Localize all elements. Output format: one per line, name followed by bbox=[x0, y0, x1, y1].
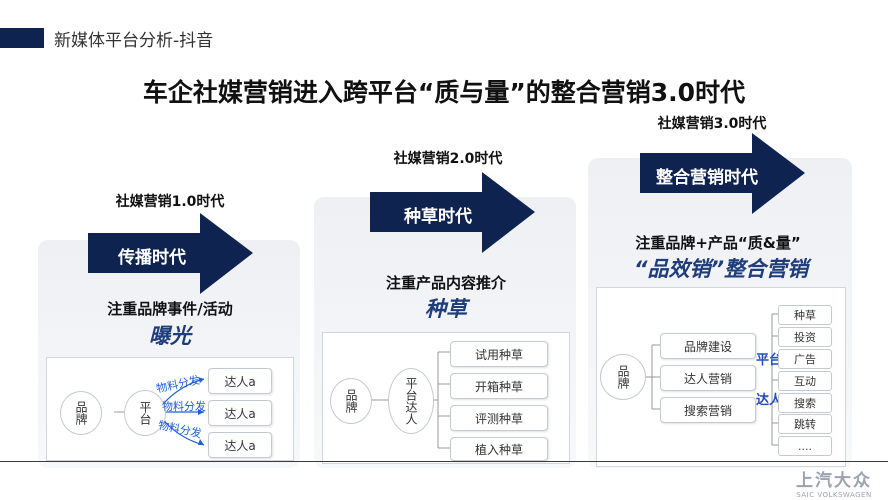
era3-action-5: 搜索 bbox=[778, 393, 832, 413]
era2-keyword: 种草 bbox=[425, 297, 467, 321]
era3-keyword: “品效销”整合营销 bbox=[633, 257, 809, 281]
page-section-title: 新媒体平台分析-抖音 bbox=[54, 31, 214, 51]
logo-subtitle: SAIC VOLKSWAGEN bbox=[796, 491, 872, 499]
era2-platform-influencer-node: 平台达人 bbox=[388, 368, 434, 434]
era2-method-3: 评测种草 bbox=[450, 405, 548, 431]
header-accent-bar bbox=[0, 28, 44, 48]
arrow-right-icon bbox=[88, 213, 253, 294]
era2-arrow-label: 种草时代 bbox=[404, 207, 472, 227]
era3-arrow bbox=[640, 133, 805, 214]
footer-divider bbox=[0, 461, 888, 462]
era3-arrow-label: 整合营销时代 bbox=[656, 168, 758, 188]
era3-action-1: 种草 bbox=[778, 305, 832, 325]
era1-label: 社媒营销1.0时代 bbox=[115, 194, 225, 210]
era3-strategy-3: 搜索营销 bbox=[660, 397, 756, 423]
era3-channel-influencer: 达人 bbox=[756, 393, 783, 408]
era3-channel-platform: 平台 bbox=[756, 353, 783, 368]
era3-strategy-1: 品牌建设 bbox=[660, 333, 756, 359]
era3-action-3: 广告 bbox=[778, 349, 832, 369]
era3-action-2: 投资 bbox=[778, 327, 832, 347]
era2-arrow bbox=[370, 172, 535, 253]
logo-wordmark: 上汽大众 bbox=[796, 471, 872, 491]
era2-method-1: 试用种草 bbox=[450, 341, 548, 367]
era2-method-4: 植入种草 bbox=[450, 437, 548, 461]
era3-focus: 注重品牌+产品“质&量” bbox=[635, 234, 801, 252]
era1-platform-node: 平台 bbox=[124, 390, 166, 436]
era1-focus: 注重品牌事件/活动 bbox=[107, 300, 233, 318]
era1-connectors bbox=[114, 377, 205, 446]
era1-influencer-2: 达人a bbox=[208, 400, 272, 426]
era1-brand-node: 品牌 bbox=[60, 391, 102, 435]
era2-focus: 注重产品内容推介 bbox=[385, 274, 506, 292]
era3-connectors bbox=[644, 313, 778, 446]
era1-influencer-3: 达人a bbox=[208, 432, 272, 458]
arrow-right-icon bbox=[640, 133, 805, 214]
era3-brand-node: 品牌 bbox=[600, 354, 646, 400]
era1-keyword: 曝光 bbox=[149, 324, 191, 348]
era3-label: 社媒营销3.0时代 bbox=[657, 116, 767, 132]
era2-label: 社媒营销2.0时代 bbox=[393, 151, 503, 167]
era3-action-7: .... bbox=[778, 436, 832, 456]
era2-method-2: 开箱种草 bbox=[450, 373, 548, 399]
era3-action-6: 跳转 bbox=[778, 414, 832, 434]
brand-logo: 上汽大众 SAIC VOLKSWAGEN bbox=[796, 466, 872, 499]
arrow-right-icon bbox=[370, 172, 535, 253]
era1-arrow bbox=[88, 213, 253, 294]
era3-action-4: 互动 bbox=[778, 371, 832, 391]
era1-influencer-1: 达人a bbox=[208, 368, 272, 394]
era1-distribution-label-2: 物料分发 bbox=[162, 400, 206, 413]
main-title: 车企社媒营销进入跨平台“质与量”的整合营销3.0时代 bbox=[142, 78, 746, 107]
era1-arrow-label: 传播时代 bbox=[118, 248, 186, 268]
era3-strategy-2: 达人营销 bbox=[660, 365, 756, 391]
era2-brand-node: 品牌 bbox=[330, 378, 372, 424]
